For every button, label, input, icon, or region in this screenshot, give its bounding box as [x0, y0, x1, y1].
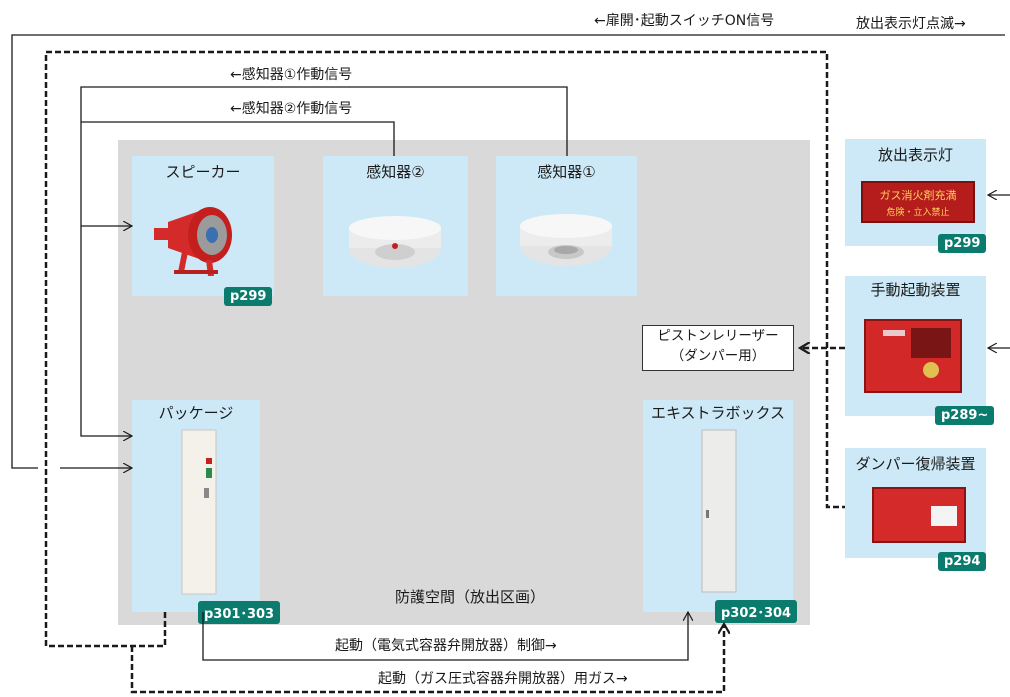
manual-starter-page-badge: p289~ [935, 406, 995, 425]
gas-pressure-label: 起動（ガス圧式容器弁開放器）用ガス→ [378, 671, 628, 687]
piston-releaser-sublabel: （ダンパー用） [670, 348, 766, 364]
piston-releaser-label: ピストンレリーザー [657, 328, 779, 344]
smoke-detector-icon [520, 214, 612, 266]
package-page-badge: p301･303 [198, 601, 281, 624]
discharge-lamp-panel-text1: ガス消火剤充満 [879, 189, 957, 202]
manual-starter-title: 手動起動装置 [870, 281, 961, 299]
detector1-signal-label: ←感知器①作動信号 [230, 67, 353, 83]
damper-reset-page-badge: p294 [938, 552, 987, 571]
door-switch-signal-label: ←扉開･起動スイッチON信号 [594, 13, 775, 29]
speaker-icon [154, 207, 232, 276]
package-card: パッケージ p301･303 [132, 400, 281, 624]
discharge-lamp-panel: ガス消火剤充満 危険・立入禁止 [861, 181, 975, 223]
extra-box-cabinet-icon [701, 429, 737, 593]
speaker-card: スピーカー p299 [132, 156, 274, 306]
smoke-detector-icon [349, 216, 441, 268]
detector2-title: 感知器② [366, 163, 425, 181]
manual-starter-card: 手動起動装置 p289~ [845, 276, 995, 425]
speaker-title: スピーカー [165, 163, 241, 181]
discharge-lamp-page-badge: p299 [938, 234, 987, 253]
extra-box-page-badge: p302･304 [715, 600, 798, 623]
discharge-lamp-panel-text2: 危険・立入禁止 [886, 208, 950, 218]
extra-box-title: エキストラボックス [650, 404, 786, 422]
damper-reset-card: ダンパー復帰装置 p294 [845, 448, 987, 571]
electric-control-label: 起動（電気式容器弁開放器）制御→ [335, 638, 557, 654]
protected-room-label: 防護空間（放出区画） [395, 588, 546, 606]
detector2-card: 感知器② [323, 156, 468, 296]
discharge-lamp-card: 放出表示灯 ガス消火剤充満 危険・立入禁止 p299 [845, 139, 987, 253]
detector2-signal-label: ←感知器②作動信号 [230, 101, 353, 117]
discharge-lamp-title: 放出表示灯 [877, 146, 953, 164]
damper-reset-title: ダンパー復帰装置 [855, 455, 976, 473]
package-title: パッケージ [158, 404, 234, 422]
discharge-lamp-blink-label: 放出表示灯点滅→ [856, 16, 966, 32]
piston-releaser-box: ピストンレリーザー （ダンパー用） [642, 325, 794, 371]
manual-starter-icon [864, 319, 962, 393]
package-cabinet-icon [181, 429, 217, 595]
detector1-title: 感知器① [537, 163, 596, 181]
detector1-card: 感知器① [496, 156, 637, 296]
damper-reset-icon [872, 487, 966, 543]
speaker-page-badge: p299 [224, 287, 273, 306]
extra-box-card: エキストラボックス p302･304 [643, 400, 798, 623]
